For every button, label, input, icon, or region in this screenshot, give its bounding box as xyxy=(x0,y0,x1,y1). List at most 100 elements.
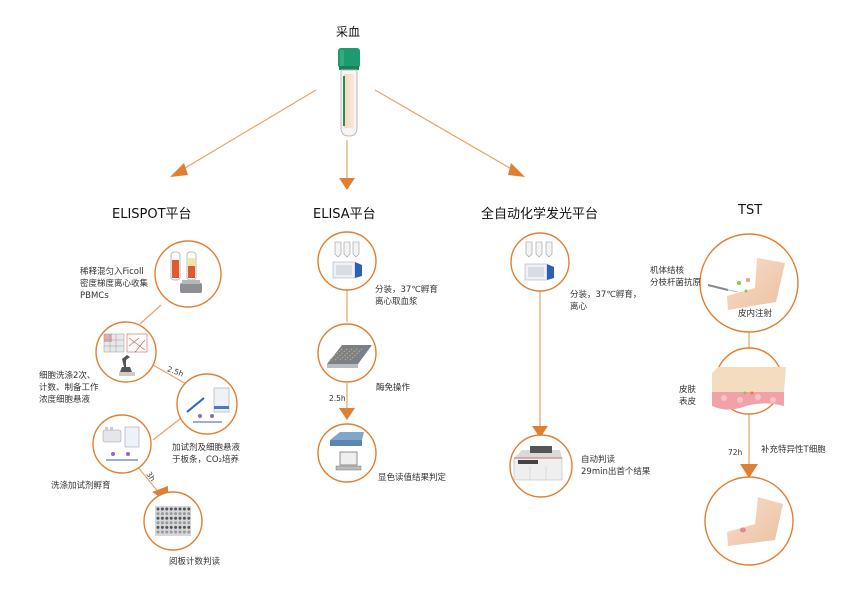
clia-step-2-label: 自动判读 29min出首个结果 xyxy=(581,455,651,477)
skin-layers-icon xyxy=(712,367,786,410)
plate-well xyxy=(187,521,191,525)
plate-well xyxy=(165,521,169,525)
plate-well xyxy=(156,516,160,520)
tst-step-2-circle xyxy=(712,347,786,415)
analyzer-machine-icon xyxy=(513,446,563,481)
elispot-step-4-circle xyxy=(92,414,152,474)
elispot-step-4-label: 洗涤加试剂孵育 xyxy=(51,481,111,491)
elisa-duration-1: 2.5h xyxy=(329,394,346,403)
plate-well xyxy=(182,521,186,525)
plate-well xyxy=(182,525,186,529)
plate-well xyxy=(156,525,160,529)
plate-well xyxy=(174,512,178,516)
plate-well xyxy=(174,530,178,534)
plate-well xyxy=(169,521,173,525)
arrowhead-clia xyxy=(508,163,525,177)
tst-step-1-circle xyxy=(699,233,799,333)
blood-tube-icon xyxy=(338,48,360,137)
plate-well xyxy=(156,521,160,525)
plate-well xyxy=(178,507,182,511)
plate-well xyxy=(169,530,173,534)
platform-title-elisa: ELISA平台 xyxy=(313,207,376,222)
test-tubes-centrifuge-icon xyxy=(170,251,202,293)
plate-reader-icon xyxy=(155,506,191,536)
elispot-step-1-label: 稀释混匀入Ficoll 密度梯度离心收集 PBMCs xyxy=(80,267,149,301)
plate-well xyxy=(182,507,186,511)
tst-transition-label: 补充特异性T细胞 xyxy=(761,445,826,455)
plate-well xyxy=(165,525,169,529)
platform-title-elispot: ELISPOT平台 xyxy=(112,207,192,222)
elisa-step-1-circle xyxy=(317,231,377,291)
plate-well xyxy=(174,507,178,511)
plate-well xyxy=(174,521,178,525)
washer-incubator-icon xyxy=(102,426,140,461)
plate-well xyxy=(182,516,186,520)
plate-well xyxy=(187,530,191,534)
elispot-step-5-circle xyxy=(143,491,203,551)
plate-well xyxy=(165,507,169,511)
clia-step-1-label: 分装，37℃孵育， 离心 xyxy=(570,290,642,312)
tubes-incubator-icon xyxy=(524,241,554,281)
reader-computer-icon xyxy=(330,432,364,471)
tubes-incubator-icon xyxy=(332,241,362,279)
microplate-icon xyxy=(327,345,372,368)
plate-well xyxy=(178,512,182,516)
plate-well xyxy=(174,525,178,529)
elispot-flow xyxy=(92,240,238,551)
plate-well xyxy=(160,521,164,525)
plate-well xyxy=(160,507,164,511)
plate-well xyxy=(165,530,169,534)
plate-well xyxy=(178,530,182,534)
plate-well xyxy=(169,525,173,529)
plate-well xyxy=(178,516,182,520)
arm-injection-icon xyxy=(707,258,785,310)
elispot-step-1-circle xyxy=(154,240,222,308)
plate-well xyxy=(182,530,186,534)
arrowhead-elispot xyxy=(170,163,188,177)
elispot-step-3-circle xyxy=(176,373,238,435)
clia-step-2-circle xyxy=(509,434,573,498)
elispot-step-5-label: 阅板计数判读 xyxy=(169,557,221,567)
plate-well xyxy=(187,507,191,511)
plate-well xyxy=(178,521,182,525)
elisa-step-1-label: 分装，37℃孵育 离心取血浆 xyxy=(375,285,438,307)
plate-well xyxy=(165,516,169,520)
plate-well xyxy=(182,512,186,516)
arrow-to-clia xyxy=(374,89,516,172)
plate-well xyxy=(156,512,160,516)
platform-title-clia: 全自动化学发光平台 xyxy=(481,207,599,222)
plate-well xyxy=(156,530,160,534)
plate-well xyxy=(187,512,191,516)
arrowhead-elisa xyxy=(339,178,355,190)
plate-well xyxy=(169,516,173,520)
plate-well xyxy=(169,507,173,511)
plate-well xyxy=(160,530,164,534)
elisa-step-2-label: 酶免操作 xyxy=(376,383,411,393)
plate-well xyxy=(178,525,182,529)
platform-title-tst: TST xyxy=(738,203,763,218)
elisa-step-3-label: 显色读值结果判定 xyxy=(378,473,447,483)
arrow-to-elispot xyxy=(179,89,317,172)
pipette-incubator-icon xyxy=(186,387,230,423)
elispot-step-3-label: 加试剂及细胞悬液 于板条，CO₂培养 xyxy=(172,443,241,465)
elisa-step-3-circle xyxy=(317,423,377,483)
branch-arrows xyxy=(170,89,525,190)
elisa-step-2-circle xyxy=(317,323,377,383)
tst-step-1-label: 皮内注射 xyxy=(738,309,773,319)
tst-flow xyxy=(699,233,799,566)
tst-duration-1: 72h xyxy=(728,448,743,457)
plate-well xyxy=(187,516,191,520)
plate-well xyxy=(169,512,173,516)
plate-well xyxy=(165,512,169,516)
plate-well xyxy=(160,512,164,516)
clia-step-1-circle xyxy=(510,232,570,292)
arm-reaction-icon xyxy=(727,497,783,546)
elisa-flow xyxy=(317,231,377,483)
plate-well xyxy=(160,525,164,529)
elispot-step-2-circle xyxy=(95,321,157,383)
tst-antigen-label: 机体结核 分枝杆菌抗原 xyxy=(650,266,702,288)
plate-well xyxy=(156,507,160,511)
tst-step-2-label: 皮肤 表皮 xyxy=(679,385,697,407)
elispot-step-2-label: 细胞洗涤2次、 计数、制备工作 浓度细胞悬液 xyxy=(39,371,99,405)
